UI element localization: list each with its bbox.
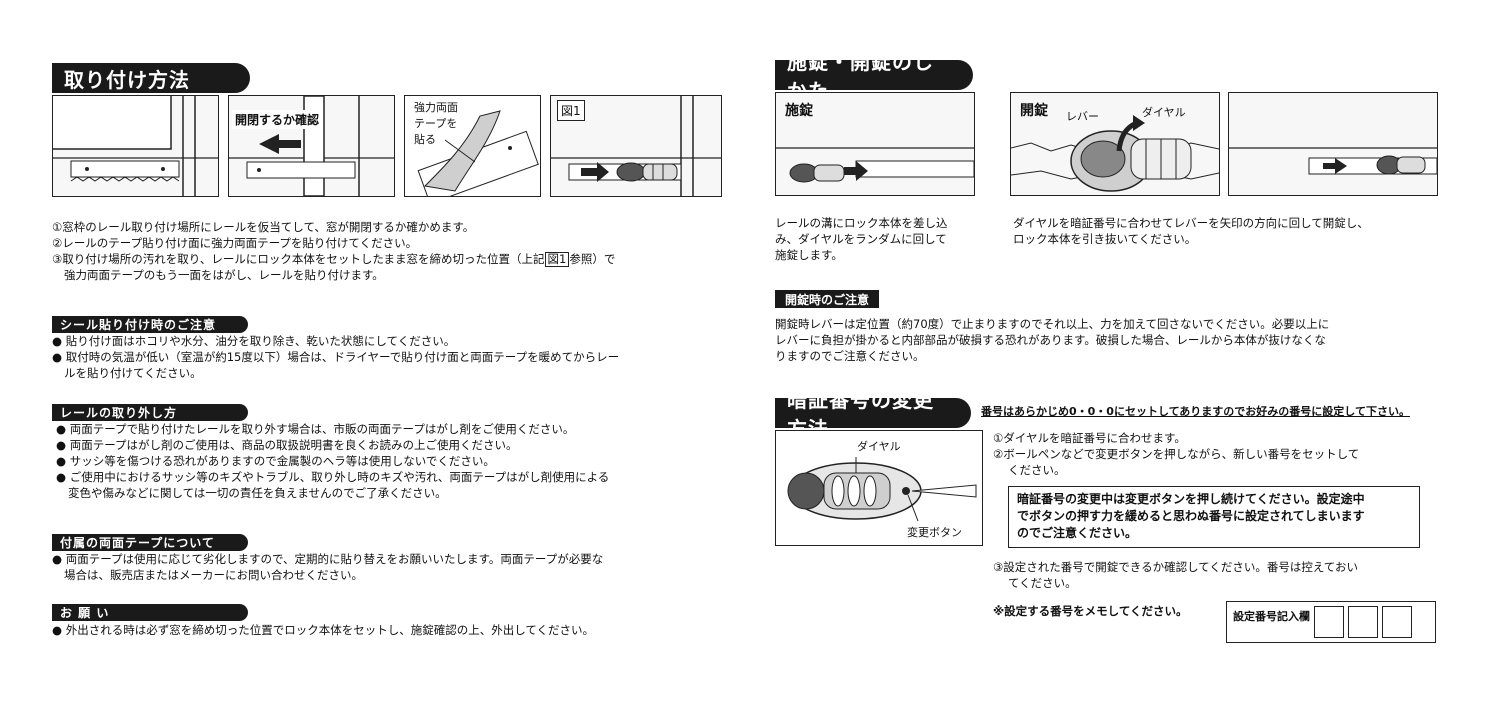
request-bullet-1: 外出される時は必ず窓を締め切った位置でロック本体をセットし、施錠確認の上、外出し… [52, 622, 594, 638]
unlock-label: 開錠 [1017, 99, 1051, 121]
removal-bullet-2: 両面テープはがし剤のご使用は、商品の取扱説明書を良くお読みの上ご使用ください。 [56, 437, 518, 453]
install-section-title: 取り付け方法 [52, 63, 250, 93]
install-panel-2: 開閉するか確認 [228, 95, 395, 197]
install-step-3-text: ③取り付け場所の汚れを取り、レールにロック本体をセットしたまま窓を締め切った位置… [52, 252, 545, 266]
unlock-caution-1: 開錠時レバーは定位置（約70度）で止まりますのでそれ以上、力を加えて回さないでく… [775, 317, 1330, 331]
unlock-desc-1: ダイヤルを暗証番号に合わせてレバーを矢印の方向に回して開錠し、 [1013, 216, 1369, 230]
seal-bullet-1: 貼り付け面はホコリや水分、油分を取り除き、乾いた状態にしてください。 [52, 333, 456, 349]
code-note-2: でボタンの押す力を緩めると思わぬ番号に設定されてしまいます [1017, 509, 1365, 523]
record-cell-3[interactable] [1382, 606, 1412, 638]
code-section-title: 暗証番号の変更方法 [775, 388, 971, 441]
code-memo: ※設定する番号をメモしてください。 [993, 604, 1188, 618]
unlock-remove-panel [1228, 92, 1438, 196]
seal-caution-title: シール貼り付け時のご注意 [52, 316, 248, 333]
record-label: 設定番号記入欄 [1233, 610, 1310, 623]
lock-label: 施錠 [782, 99, 816, 121]
figure-1-label: 図1 [557, 100, 585, 121]
unlock-caution-2: レバーに負担が掛かると内部部品が破損する恐れがあります。破損した場合、レールから… [775, 333, 1326, 347]
install-step-1: ①窓枠のレール取り付け場所にレールを仮当てして、窓が開閉するか確かめます。 [52, 220, 475, 234]
lock-panel: 施錠 [775, 92, 975, 196]
install-panel-4: 図1 [550, 95, 722, 197]
tape-apply-illustration [417, 110, 539, 196]
seal-bullet-2: 取付時の気温が低い（室温が約15度以下）場合は、ドライヤーで貼り付け面と両面テー… [52, 349, 619, 365]
pen-icon [911, 484, 977, 498]
lever-label: レバー [1066, 110, 1099, 123]
install-panel-1 [52, 95, 219, 197]
unlock-caution-title: 開錠時のご注意 [775, 290, 880, 308]
rotate-arrow-icon [1133, 115, 1145, 131]
tape-title: 付属の両面テープについて [52, 534, 248, 551]
removal-bullet-4-cont: 変色や傷みなどに関しては一切の責任を負えませんのでご了承ください。 [68, 486, 447, 500]
change-button-label: 変更ボタン [904, 523, 965, 541]
code-note-box: 暗証番号の変更中は変更ボタンを押し続けてください。設定途中 でボタンの押す力を緩… [1008, 486, 1420, 548]
tape-bullet-1-cont: 場合は、販売店またはメーカーにお問い合わせください。 [64, 568, 363, 582]
unlock-remove-illustration [1229, 147, 1437, 175]
removal-title: レールの取り外し方 [52, 404, 248, 421]
code-panel: ダイヤル 変更ボタン [775, 430, 983, 546]
install-step-3-ref-text: 参照）で [569, 252, 616, 266]
code-record-box: 設定番号記入欄 [1226, 601, 1436, 643]
unlock-panel: 開錠 レバー ダイヤル [1010, 92, 1220, 196]
install-step-2: ②レールのテープ貼り付け面に強力両面テープを貼り付けてください。 [52, 236, 418, 250]
code-subtitle: 番号はあらかじめ0・0・0にセットしてありますのでお好みの番号に設定して下さい。 [981, 405, 1410, 418]
code-step-3-cont: てください。 [1008, 576, 1077, 590]
code-step-2-cont: ください。 [1008, 463, 1066, 477]
request-title: お 願 い [52, 604, 248, 621]
lock-section-title: 施錠・開錠のしかた [775, 50, 973, 103]
lock-set-illustration [551, 96, 721, 196]
tape-bullet-1: 両面テープは使用に応じて劣化しますので、定期的に貼り替えをお願いいたします。両面… [52, 551, 604, 567]
seal-bullet-2-cont: ルを貼り付けてください。 [64, 366, 202, 380]
tape-label-2: テープを [411, 116, 461, 132]
dial-label: ダイヤル [1142, 106, 1186, 119]
record-cell-2[interactable] [1348, 606, 1378, 638]
insert-arrow-icon [844, 161, 868, 181]
pull-arrow-icon [1323, 158, 1347, 174]
install-step-3: ③取り付け場所の汚れを取り、レールにロック本体をセットしたまま窓を締め切った位置… [52, 251, 615, 267]
lock-desc-2: み、ダイヤルをランダムに回して [775, 232, 947, 246]
removal-bullet-3: サッシ等を傷つける恐れがありますので金属製のヘラ等は使用しないでください。 [56, 453, 495, 469]
window-rail-illustration [53, 96, 218, 196]
lock-illustration [776, 147, 974, 183]
right-arrow-icon [581, 162, 609, 182]
unlock-desc-2: ロック本体を引き抜いてください。 [1013, 232, 1197, 246]
code-step-2: ②ボールペンなどで変更ボタンを押しながら、新しい番号をセットして [993, 447, 1360, 461]
left-arrow-icon [259, 134, 301, 154]
figure-ref: 図1 [544, 252, 570, 267]
install-panel-3: 強力両面 テープを 貼る [404, 95, 541, 197]
lock-desc-1: レールの溝にロック本体を差し込 [775, 216, 948, 230]
code-step-1: ①ダイヤルを暗証番号に合わせます。 [993, 431, 1186, 445]
unlock-illustration [1011, 115, 1219, 192]
lock-desc-3: 施錠します。 [775, 248, 843, 262]
code-note-3: のでご注意ください。 [1017, 526, 1138, 540]
tape-label-1: 強力両面 [411, 100, 461, 116]
code-dial-label: ダイヤル [854, 437, 904, 455]
tape-label-3: 貼る [411, 132, 439, 148]
install-step-3-cont: 強力両面テープのもう一面をはがし、レールを貼り付けます。 [64, 268, 384, 282]
dial-illustration [787, 457, 977, 522]
record-cell-1[interactable] [1314, 606, 1344, 638]
removal-bullet-4: ご使用中におけるサッシ等のキズやトラブル、取り外し時のキズや汚れ、両面テープはが… [56, 469, 610, 485]
removal-bullet-1: 両面テープで貼り付けたレールを取り外す場合は、市販の両面テープはがし剤をご使用く… [56, 421, 575, 437]
unlock-caution-3: りますのでご注意ください。 [775, 349, 925, 363]
code-note-1: 暗証番号の変更中は変更ボタンを押し続けてください。設定途中 [1017, 492, 1365, 506]
code-step-3: ③設定された番号で開錠できるか確認してください。番号は控えておい [993, 560, 1358, 574]
check-label: 開閉するか確認 [232, 110, 323, 129]
